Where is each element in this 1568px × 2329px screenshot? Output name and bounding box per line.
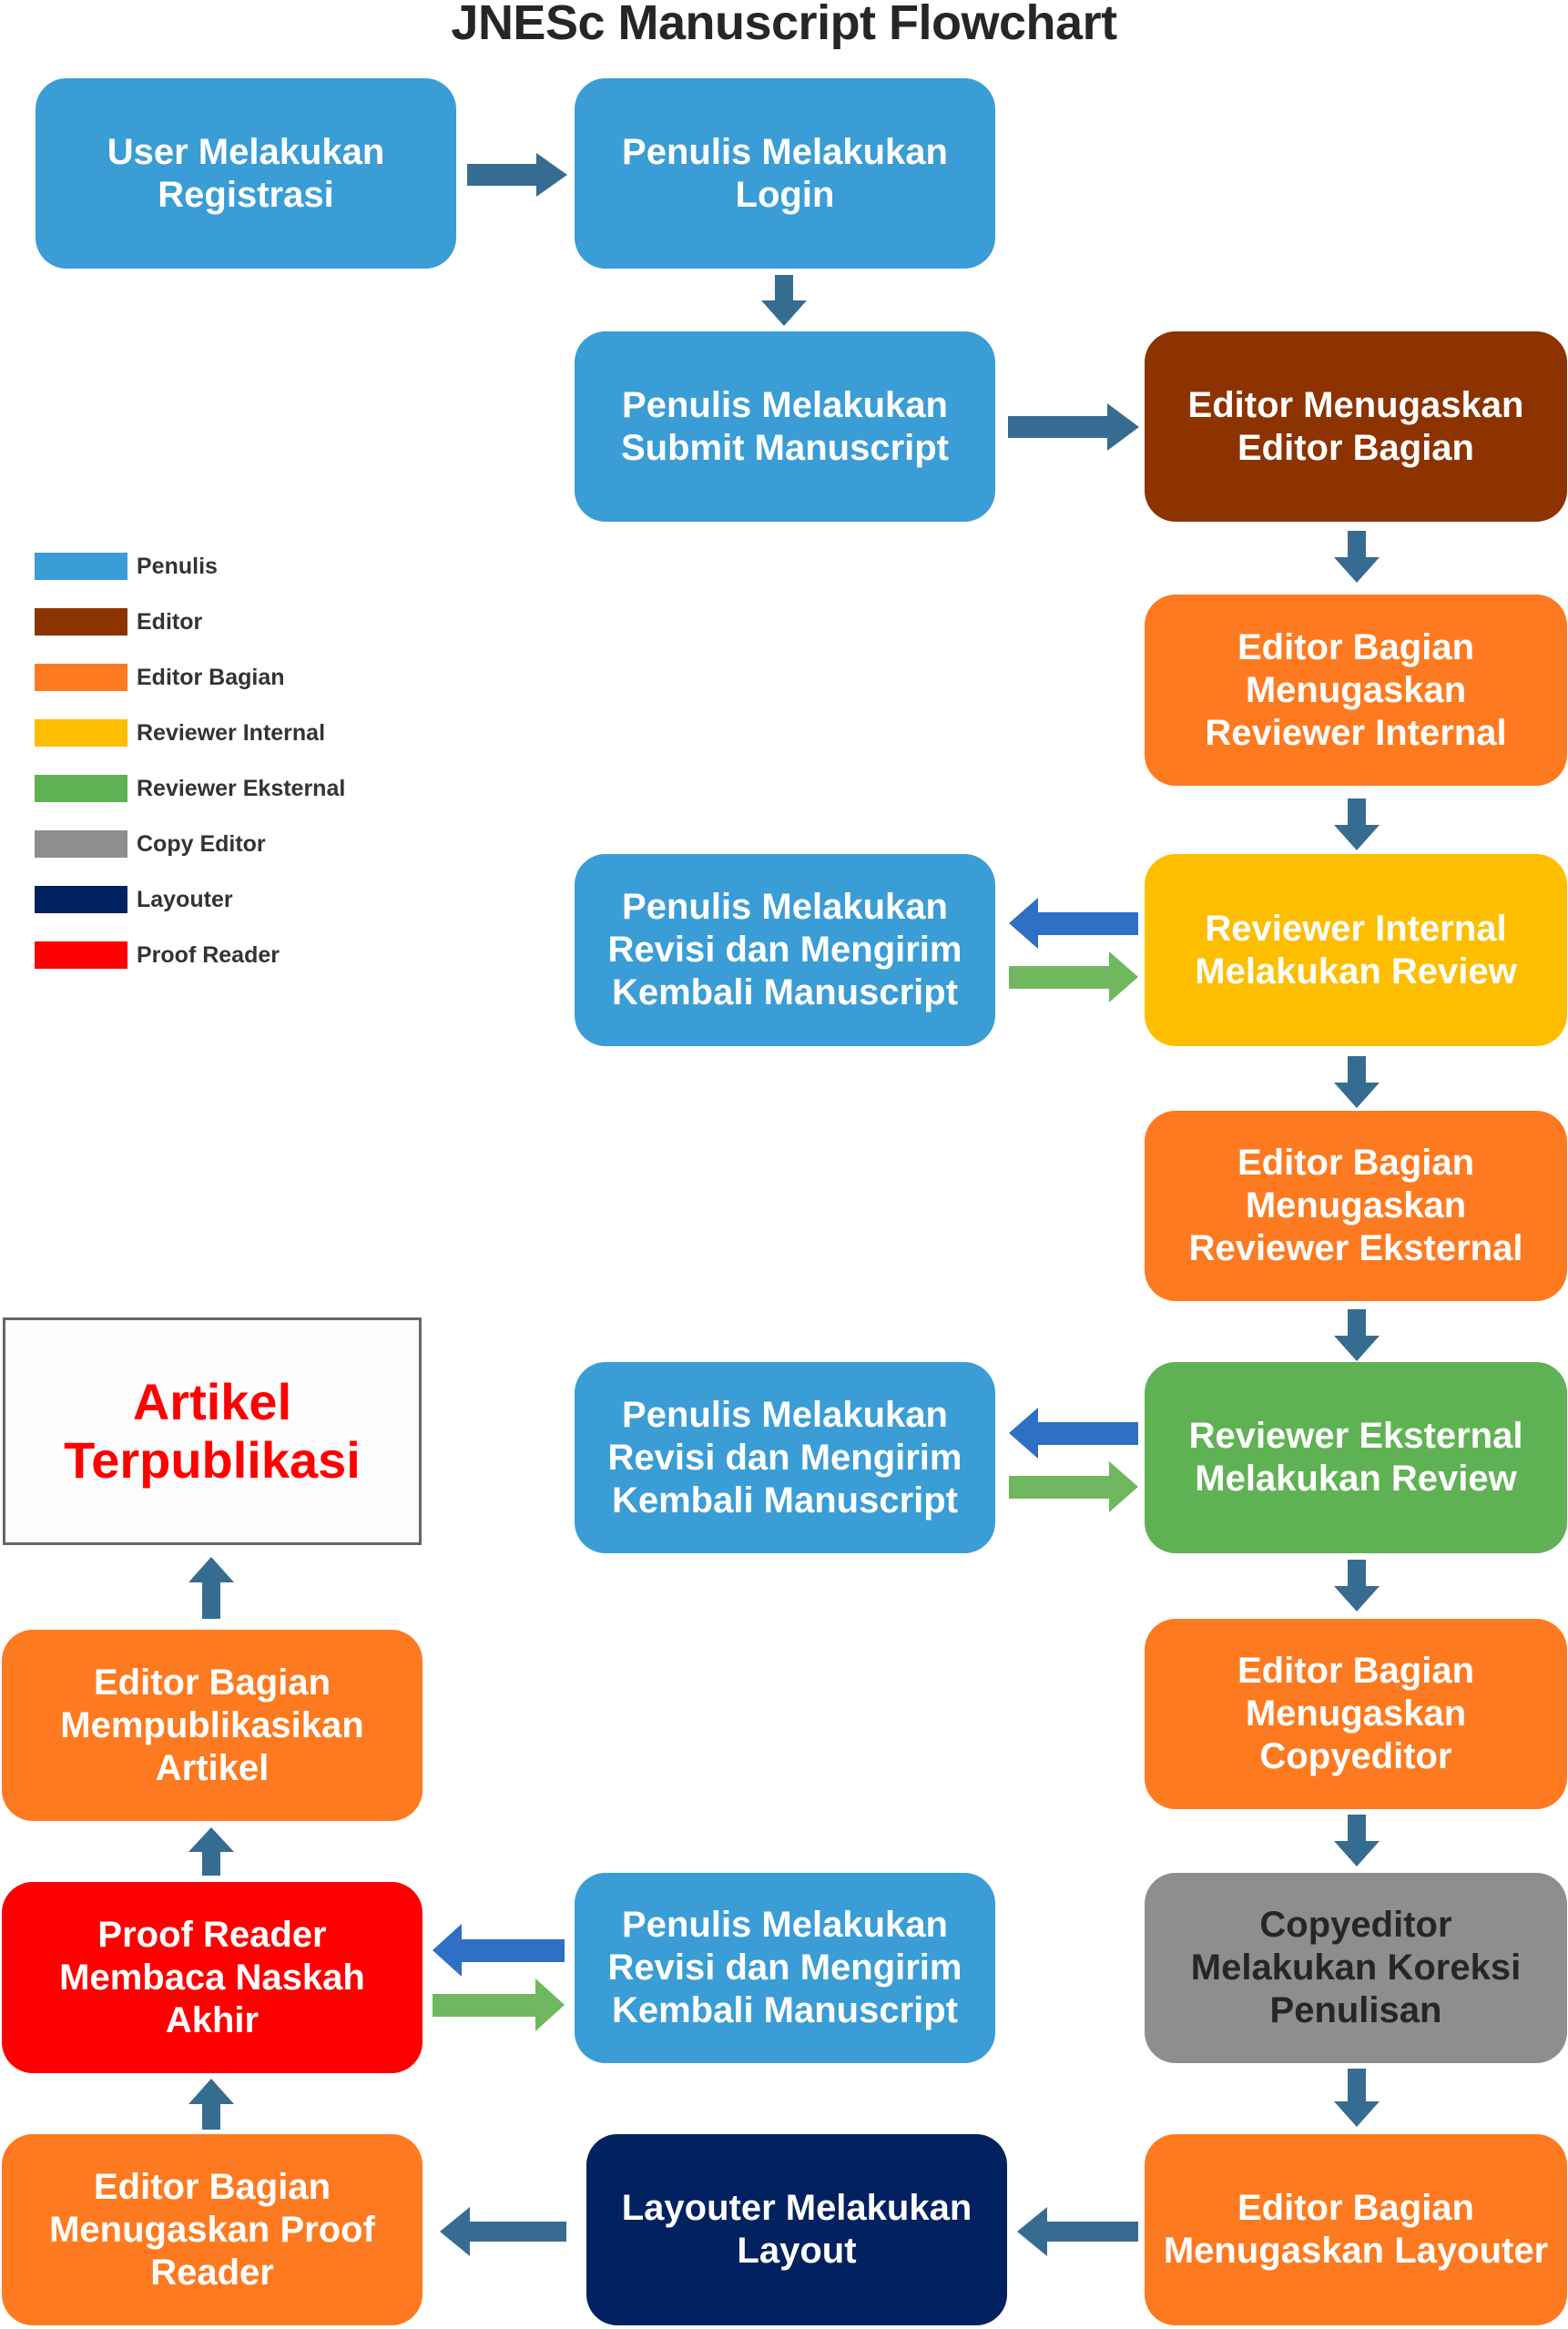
arrow-editor-to-eb-rev-internal [1334,531,1380,583]
arrow-eb-copyeditor-to-copyediting [1334,1815,1380,1866]
legend-item-reviewer-eksternal: Reviewer Eksternal [35,775,345,802]
legend-label: Reviewer Internal [137,719,326,746]
step-review-eksternal[interactable]: Reviewer Eksternal Melakukan Review [1145,1362,1567,1553]
arrow-copyediting-to-eb-layouter [1334,2069,1380,2127]
legend-label: Proof Reader [137,941,280,968]
legend-swatch-editor [35,608,127,636]
arrow-eb-publish-to-published [188,1557,234,1619]
arrow-login-to-submit [761,275,807,326]
legend-item-reviewer-internal: Reviewer Internal [35,719,325,747]
step-revisi-1[interactable]: Penulis Melakukan Revisi dan Mengirim Ke… [575,854,995,1046]
step-submit[interactable]: Penulis Melakukan Submit Manuscript [575,331,995,522]
legend-label: Reviewer Eksternal [137,775,346,801]
arrow-review-internal-to-eb-rev-eksternal [1334,1056,1380,1108]
step-revisi-3[interactable]: Penulis Melakukan Revisi dan Mengirim Ke… [575,1873,995,2063]
legend-swatch-editor-bagian [35,664,127,691]
step-eb-rev-internal[interactable]: Editor Bagian Menugaskan Reviewer Intern… [1145,595,1567,786]
step-published[interactable]: Artikel Terpublikasi [3,1317,422,1545]
arrow-revisi-3-return [433,1924,565,1977]
arrow-proofread-resubmit [433,1978,565,2031]
arrow-revisi-1-resubmit [1009,951,1138,1002]
arrow-layout-to-eb-proof [440,2207,566,2256]
legend-label: Layouter [137,886,233,912]
arrow-submit-to-editor [1008,403,1139,451]
legend-label: Editor [137,608,203,635]
step-eb-proof[interactable]: Editor Bagian Menugaskan Proof Reader [2,2134,423,2325]
step-editor-assign[interactable]: Editor Menugaskan Editor Bagian [1145,331,1567,522]
step-eb-publish[interactable]: Editor Bagian Mempublikasikan Artikel [2,1630,423,1821]
arrow-review-internal-return [1009,898,1138,949]
step-copyediting[interactable]: Copyeditor Melakukan Koreksi Penulisan [1145,1873,1567,2063]
step-eb-layouter[interactable]: Editor Bagian Menugaskan Layouter [1145,2134,1567,2325]
arrow-registrasi-to-login [467,153,567,197]
step-login[interactable]: Penulis Melakukan Login [575,78,995,269]
legend-label: Penulis [137,553,218,579]
arrow-review-eksternal-to-eb-copyeditor [1334,1560,1380,1612]
legend-swatch-copy-editor [35,830,127,858]
legend-item-copy-editor: Copy Editor [35,830,266,858]
legend-label: Copy Editor [137,830,266,857]
arrow-revisi-2-resubmit [1009,1461,1138,1512]
page-title: JNESc Manuscript Flowchart [451,0,1117,50]
step-revisi-2[interactable]: Penulis Melakukan Revisi dan Mengirim Ke… [575,1362,995,1553]
legend-label: Editor Bagian [137,664,285,690]
legend-swatch-reviewer-eksternal [35,775,127,802]
legend-item-editor-bagian: Editor Bagian [35,664,285,691]
step-review-internal[interactable]: Reviewer Internal Melakukan Review [1145,854,1567,1046]
arrow-eb-rev-eksternal-to-review-eksternal [1334,1309,1380,1361]
step-registrasi[interactable]: User Melakukan Registrasi [36,78,456,269]
legend-item-penulis: Penulis [35,553,218,580]
legend-swatch-layouter [35,886,127,913]
step-proofread[interactable]: Proof Reader Membaca Naskah Akhir [2,1882,423,2073]
legend-item-editor: Editor [35,608,202,636]
arrow-proofread-to-eb-publish [188,1827,234,1876]
arrow-eb-rev-internal-to-review-internal [1334,798,1380,850]
legend-swatch-penulis [35,553,127,580]
arrow-eb-proof-to-proofread [188,2079,234,2130]
legend-item-proof-reader: Proof Reader [35,941,280,969]
step-eb-copyeditor[interactable]: Editor Bagian Menugaskan Copyeditor [1145,1619,1567,1809]
arrow-eb-layouter-to-layout [1017,2207,1138,2256]
arrow-review-eksternal-return [1009,1408,1138,1459]
step-eb-rev-eksternal[interactable]: Editor Bagian Menugaskan Reviewer Ekster… [1145,1111,1567,1301]
legend-item-layouter: Layouter [35,886,233,913]
legend-swatch-proof-reader [35,941,127,969]
legend-swatch-reviewer-internal [35,719,127,747]
step-layout[interactable]: Layouter Melakukan Layout [586,2134,1007,2325]
